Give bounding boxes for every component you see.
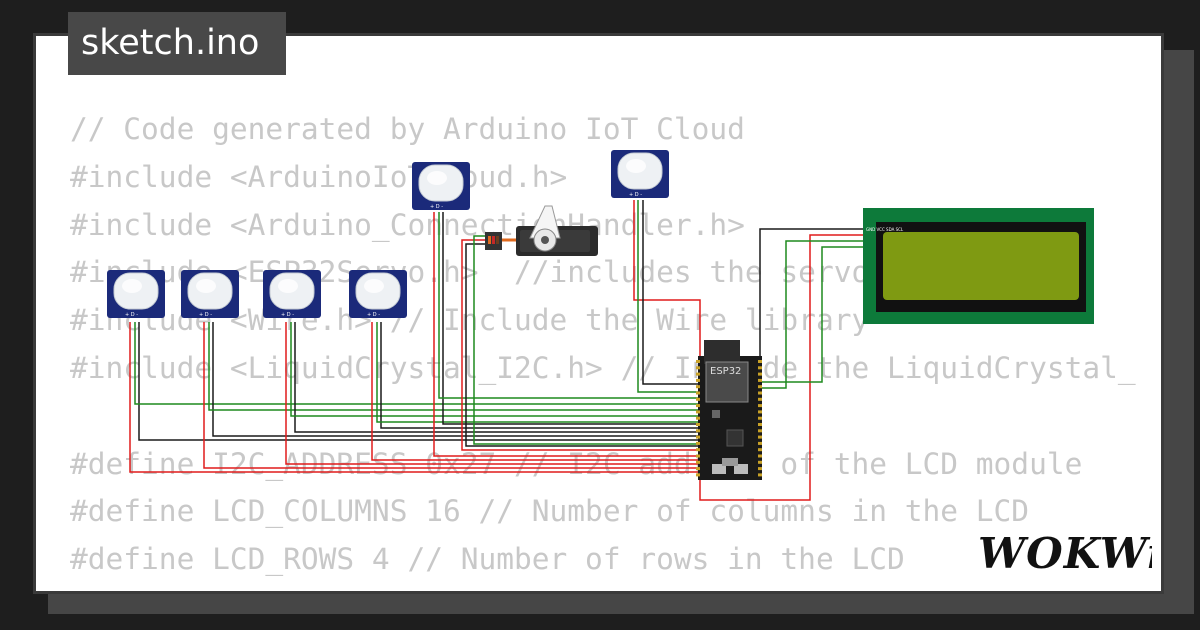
code-line: #define LCD_COLUMNS 16 // Number of colu… [70,494,1030,529]
pir-pin-labels: + D - [281,312,294,318]
wire [461,239,700,451]
code-preview: // Code generated by Arduino IoT Cloud #i… [70,106,1136,584]
wire [760,246,868,383]
wire [699,234,868,501]
wire [759,228,868,360]
pir-pin-labels: + D - [367,312,380,318]
wire [371,322,700,461]
wire [376,322,700,423]
wire [203,322,700,469]
servo-motor [485,205,598,256]
wire [637,200,700,393]
esp32-board: ESP32 [696,340,762,480]
wires [129,200,868,501]
wire [212,322,700,437]
wire [442,212,700,425]
wire [380,322,700,429]
code-line: // Code generated by Arduino IoT Cloud [70,112,745,146]
wire [433,212,700,457]
lcd-screen [883,232,1079,300]
pir-pin-labels: + D - [125,312,138,318]
wire [465,243,700,447]
lcd-display: GND VCC SDA SCL [863,208,1094,324]
wire [129,322,700,473]
wire [473,235,700,445]
pir-sensor: + D - [349,270,407,318]
pir-sensors: + D - + D - + D - + D - + D - + D - [107,150,669,318]
pir-sensor: + D - [181,270,239,318]
pir-pin-labels: + D - [629,192,642,198]
esp32-label: ESP32 [710,366,741,377]
wire [290,322,700,417]
wire [642,200,700,385]
pir-sensor: + D - [611,150,669,198]
code-line: #define LCD_ROWS 4 // Number of rows in … [70,542,905,577]
wire [633,200,701,360]
file-tab-title: sketch.ino [68,12,286,75]
wire [294,322,700,433]
pir-sensor: + D - [107,270,165,318]
wire [760,240,868,389]
pir-pin-labels: + D - [199,312,212,318]
wire [285,322,700,465]
code-line: #include <LiquidCrystal_I2C.h> // Includ… [70,350,1136,385]
lcd-pin-labels: GND VCC SDA SCL [866,227,904,232]
wire [438,212,700,399]
code-line: #include <ArduinoIoTCloud.h> [70,159,568,194]
pir-sensor: + D - [263,270,321,318]
wire [134,322,700,405]
pir-sensor: + D - [412,162,470,210]
pir-pin-labels: + D - [430,204,443,210]
svg-text:WOKWi: WOKWi [978,529,1152,578]
wire [138,322,700,441]
wire [208,322,700,411]
wokwi-logo: WOKWi [978,529,1152,578]
